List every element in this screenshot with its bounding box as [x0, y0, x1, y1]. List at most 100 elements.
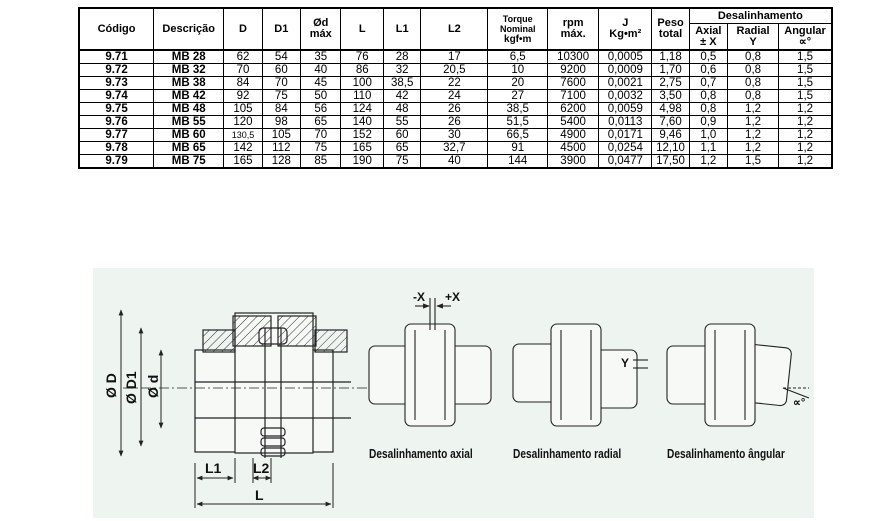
- table-cell: 1,0: [688, 128, 729, 142]
- cell-code: 9.72: [78, 63, 155, 77]
- table-cell: 28: [383, 49, 422, 64]
- cell-description: MB 38: [153, 76, 225, 90]
- table-cell: 10300: [547, 49, 600, 64]
- table-cell: 30: [420, 128, 489, 142]
- table-cell: 130,5: [223, 128, 263, 142]
- table-cell: 0,0477: [598, 154, 653, 169]
- table-cell: 42: [383, 89, 422, 103]
- table-cell: 0,7: [688, 76, 729, 90]
- table-cell: 1,1: [688, 141, 729, 155]
- table-cell: 32,7: [420, 141, 489, 155]
- table-cell: 142: [223, 141, 263, 155]
- header-torque-line1: Torque: [502, 13, 533, 24]
- cell-description: MB 28: [153, 49, 225, 64]
- table-cell: 0,6: [688, 63, 729, 77]
- table-cell: 62: [223, 49, 263, 64]
- header-d1: D1: [261, 7, 301, 51]
- specification-table: Código Descrição D D1 Ød máx L L1 L2 Tor…: [78, 7, 833, 169]
- header-od-max: Ød máx: [299, 7, 342, 51]
- table-cell: 0,8: [688, 89, 729, 103]
- table-cell: 112: [261, 141, 301, 155]
- table-cell: 70: [299, 128, 342, 142]
- table-cell: 0,0254: [598, 141, 653, 155]
- table-cell: 7,60: [651, 115, 690, 129]
- cell-code: 9.74: [78, 89, 155, 103]
- header-angular: Angular ∝°: [778, 23, 833, 51]
- table-cell: 6,5: [487, 49, 549, 64]
- table-cell: 7100: [547, 89, 600, 103]
- table-cell: 0,0009: [598, 63, 653, 77]
- table-cell: 4500: [547, 141, 600, 155]
- label-plus-x: +X: [445, 290, 461, 304]
- coupling-section-view: [123, 312, 373, 458]
- table-cell: 0,8: [726, 89, 780, 103]
- table-cell: 152: [340, 128, 385, 142]
- table-cell: 24: [420, 89, 489, 103]
- table-cell: 48: [383, 102, 422, 116]
- table-cell: 1,2: [778, 141, 833, 155]
- table-cell: 51,5: [487, 115, 549, 129]
- cell-code: 9.73: [78, 76, 155, 90]
- table-cell: 66,5: [487, 128, 549, 142]
- table-cell: 60: [383, 128, 422, 142]
- header-angular-line1: Angular: [784, 24, 826, 37]
- table-cell: 6200: [547, 102, 600, 116]
- table-cell: 38,5: [487, 102, 549, 116]
- table-cell: 5400: [547, 115, 600, 129]
- table-cell: 100: [340, 76, 385, 90]
- header-d: D: [223, 7, 263, 51]
- table-cell: 105: [223, 102, 263, 116]
- table-cell: 22: [420, 76, 489, 90]
- table-cell: 140: [340, 115, 385, 129]
- caption-radial: Desalinhamento radial: [513, 446, 622, 461]
- table-cell: 54: [261, 49, 301, 64]
- table-cell: 120: [223, 115, 263, 129]
- cell-code: 9.75: [78, 102, 155, 116]
- cell-description: MB 60: [153, 128, 225, 142]
- table-cell: 0,0113: [598, 115, 653, 129]
- header-torque-line3: kgf•m: [504, 33, 532, 45]
- table-cell: 20: [487, 76, 549, 90]
- table-cell: 1,2: [726, 102, 780, 116]
- table-cell: 84: [223, 76, 263, 90]
- cell-code: 9.78: [78, 141, 155, 155]
- header-od-max-line2: máx: [309, 28, 332, 40]
- cell-description: MB 75: [153, 154, 225, 169]
- table-cell: 84: [261, 102, 301, 116]
- header-axial: Axial ± X: [688, 23, 729, 51]
- table-cell: 110: [340, 89, 385, 103]
- table-cell: 105: [261, 128, 301, 142]
- table-cell: 4,98: [651, 102, 690, 116]
- table-cell: 38,5: [383, 76, 422, 90]
- header-rpm: rpm máx.: [547, 7, 600, 51]
- table-cell: 1,5: [726, 154, 780, 169]
- table-cell: 98: [261, 115, 301, 129]
- header-rpm-line2: máx.: [560, 28, 586, 40]
- header-rpm-line1: rpm: [562, 17, 584, 29]
- header-peso: Peso total: [651, 7, 690, 51]
- table-cell: 1,2: [726, 115, 780, 129]
- table-cell: 1,2: [778, 102, 833, 116]
- table-cell: 40: [420, 154, 489, 169]
- cell-description: MB 65: [153, 141, 225, 155]
- label-l1: L1: [205, 460, 222, 476]
- table-cell: 70: [223, 63, 263, 77]
- header-peso-line2: total: [658, 28, 683, 40]
- label-od-small: Ø d: [145, 374, 161, 398]
- cell-description: MB 55: [153, 115, 225, 129]
- header-l: L: [340, 7, 385, 51]
- table-cell: 20,5: [420, 63, 489, 77]
- table-cell: 75: [383, 154, 422, 169]
- table-cell: 26: [420, 102, 489, 116]
- label-alpha: ∝°: [793, 397, 806, 409]
- coupling-drawing: [118, 298, 810, 508]
- table-cell: 50: [299, 89, 342, 103]
- header-radial-line1: Radial: [736, 24, 770, 37]
- table-cell: 55: [383, 115, 422, 129]
- table-cell: 70: [261, 76, 301, 90]
- table-cell: 17,50: [651, 154, 690, 169]
